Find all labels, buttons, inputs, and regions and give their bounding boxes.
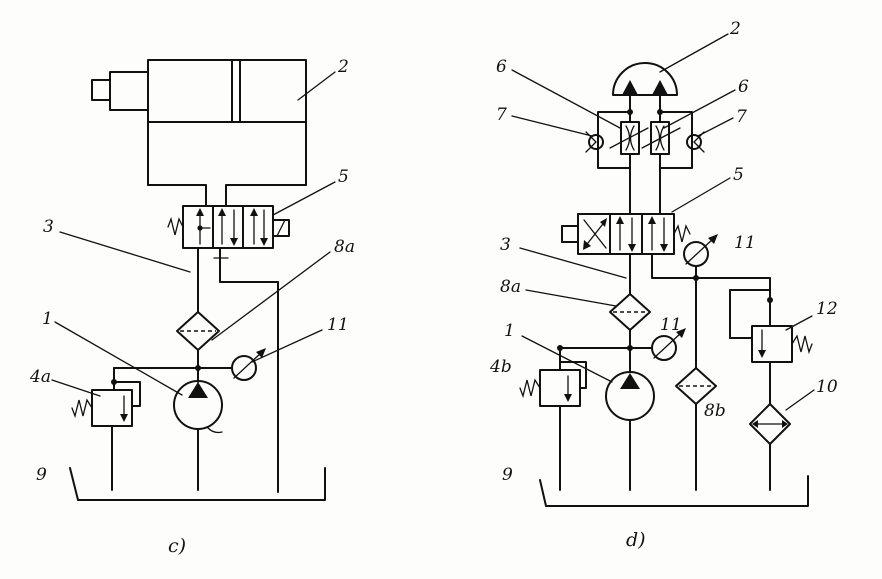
label-c-gauge: 11	[327, 315, 349, 335]
pump-d	[605, 371, 655, 491]
motor-d	[612, 62, 678, 96]
caption-d: d)	[626, 529, 646, 551]
label-d-valve: 5	[733, 165, 744, 185]
label-d-line: 3	[500, 235, 511, 255]
label-c-valve: 5	[338, 167, 349, 187]
diagram-c: 2 3 5 8a 11 1 4a 9 c)	[29, 57, 355, 557]
label-c-line: 3	[43, 217, 54, 237]
caption-c: c)	[168, 535, 186, 557]
gauge-d-pump	[651, 328, 686, 361]
diagram-d: 2 6 6 7 7 5 3 11 8a 1 11 4b 8b 12 10 9 d…	[489, 19, 838, 551]
label-d-tank: 9	[502, 465, 513, 485]
label-d-gauge-top: 11	[734, 233, 756, 253]
tank-d	[539, 475, 809, 507]
filter-d-pressure	[609, 293, 651, 331]
label-d-filter-pressure: 8a	[500, 277, 521, 297]
label-d-filter-return: 8b	[704, 401, 726, 421]
label-c-tank: 9	[36, 465, 47, 485]
label-d-pump: 1	[504, 321, 515, 341]
relief-valve-d	[519, 347, 587, 491]
tank-c	[69, 467, 326, 501]
label-c-cylinder: 2	[337, 57, 349, 77]
label-c-pump: 1	[42, 309, 53, 329]
label-d-check-left: 7	[496, 105, 507, 125]
leaders-d	[511, 33, 815, 411]
flow-control-d	[585, 111, 705, 215]
gauge-d-top	[683, 234, 718, 279]
label-d-throttle-right: 6	[738, 77, 749, 97]
cylinder-c	[91, 59, 307, 186]
filter-d-return	[675, 367, 717, 491]
label-c-relief: 4a	[29, 367, 51, 387]
label-d-cooler: 10	[816, 377, 838, 397]
label-d-relief: 4b	[489, 357, 512, 377]
label-c-filter: 8a	[334, 237, 355, 257]
pump-c	[173, 380, 223, 491]
relief-valve-c	[71, 367, 141, 491]
label-d-throttle-left: 6	[496, 57, 507, 77]
filter-c	[176, 311, 220, 351]
leaders-c	[51, 71, 336, 397]
cooler-d	[749, 403, 791, 491]
back-pressure-valve-d	[729, 289, 813, 405]
label-d-back-pressure: 12	[816, 299, 838, 319]
label-d-motor: 2	[729, 19, 741, 39]
label-d-gauge-pump: 11	[660, 315, 682, 335]
label-d-check-right: 7	[736, 107, 747, 127]
directional-valve-d	[561, 213, 691, 255]
directional-valve-c	[167, 205, 290, 259]
gauge-c	[231, 348, 266, 381]
